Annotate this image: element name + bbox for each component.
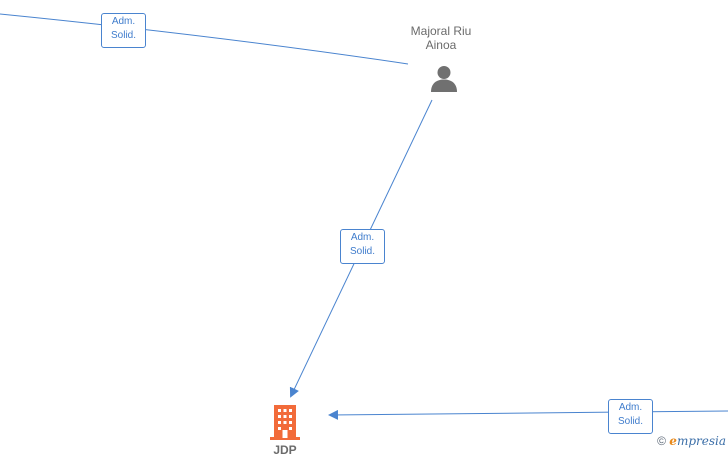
empresia-watermark: © empresia: [657, 434, 726, 448]
company-name-label[interactable]: JDP: [273, 443, 297, 457]
person-name-line1: Majoral Riu: [410, 24, 472, 38]
edge-role-badge-person-company[interactable]: Adm. Solid.: [340, 229, 385, 264]
brand-rest: mpresia: [676, 434, 726, 448]
person-name-line2: Ainoa: [425, 38, 457, 52]
edge-role-line2: Solid.: [617, 416, 643, 427]
building-icon[interactable]: [269, 404, 301, 440]
edge-role-line1: Adm.: [618, 402, 643, 413]
person-name-label[interactable]: Majoral Riu Ainoa: [391, 24, 491, 52]
person-icon[interactable]: [429, 64, 459, 94]
brand-initial: e: [669, 434, 677, 448]
edge-role-badge-right[interactable]: Adm. Solid.: [608, 399, 653, 434]
edge-role-line1: Adm.: [111, 16, 136, 27]
brand-logo: empresia: [669, 434, 726, 448]
edge-role-line2: Solid.: [349, 246, 375, 257]
edge-role-line1: Adm.: [350, 232, 375, 243]
edge-role-line2: Solid.: [110, 30, 136, 41]
copyright-symbol: ©: [657, 434, 666, 448]
edge-line-top: [0, 13, 409, 65]
edge-line-right-to-company: [328, 409, 728, 420]
edge-role-badge-top[interactable]: Adm. Solid.: [101, 13, 146, 48]
